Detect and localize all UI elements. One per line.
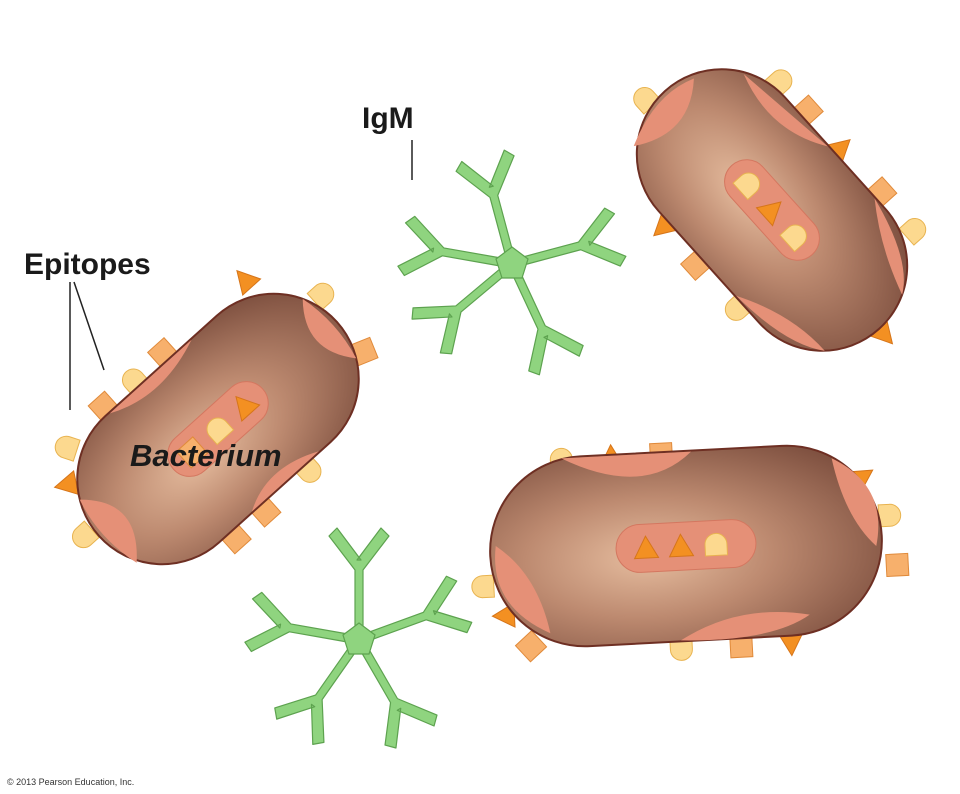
bacterium-bottom-right	[470, 442, 910, 663]
epitopes-label: Epitopes	[24, 248, 151, 281]
bacterium-left	[51, 262, 379, 566]
copyright-notice: © 2013 Pearson Education, Inc.	[7, 777, 135, 787]
leader-lines	[69, 140, 413, 410]
igm-pentamer-top	[395, 147, 629, 379]
bacterium-label: Bacterium	[130, 438, 282, 473]
igm-pentamer-bottom	[242, 527, 476, 753]
epitopes-leader-line-2	[73, 281, 105, 371]
igm-label: IgM	[362, 102, 414, 135]
bacterium-top-right	[628, 64, 931, 353]
